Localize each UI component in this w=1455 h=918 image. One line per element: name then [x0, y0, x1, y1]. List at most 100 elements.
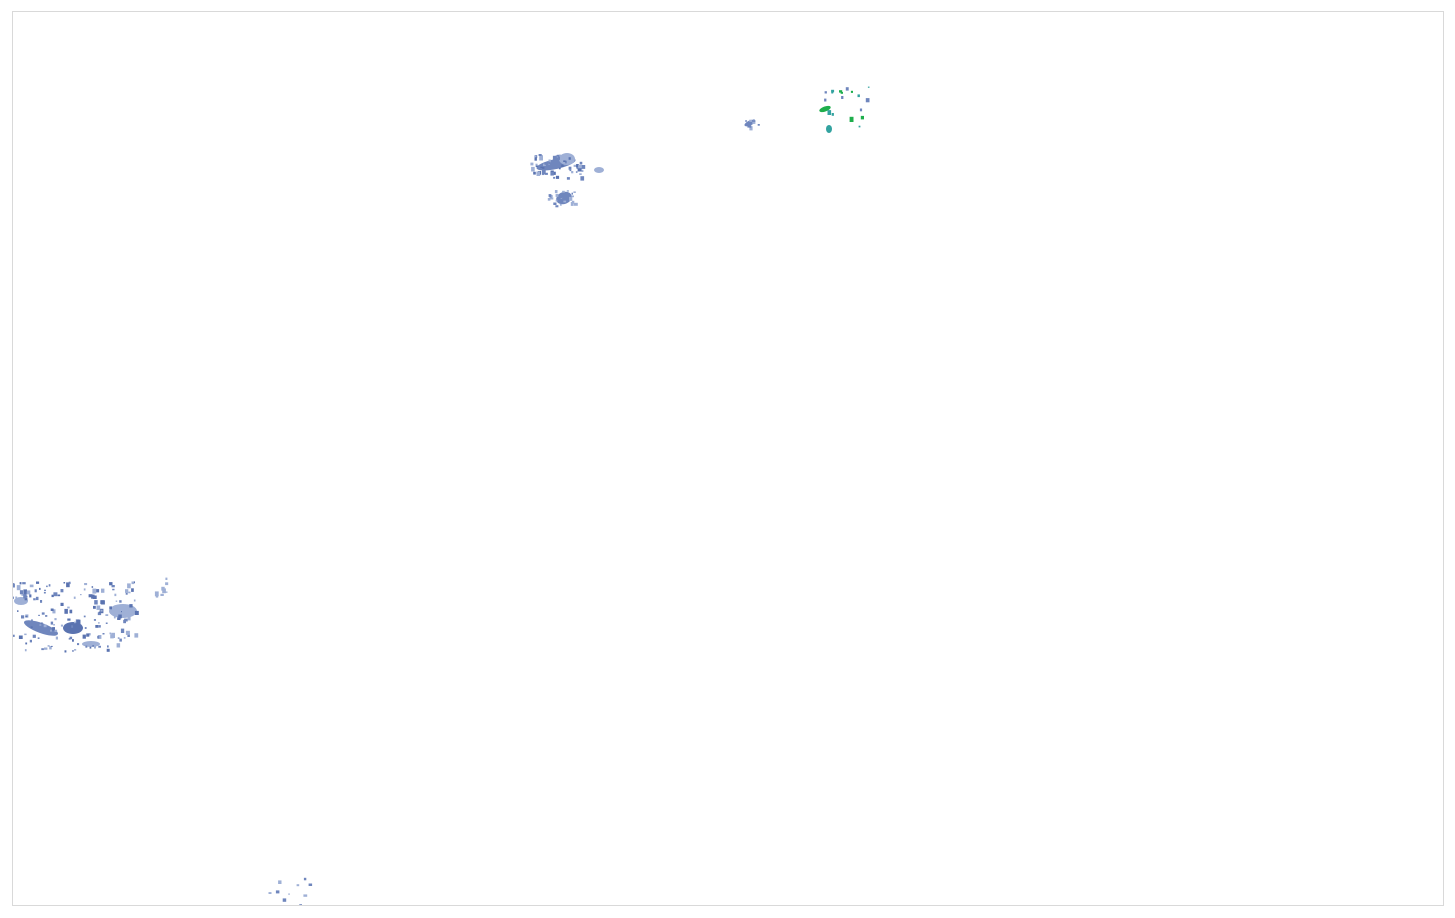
echo-speckle — [67, 606, 70, 609]
echo-speckle — [77, 643, 80, 646]
echo-speckle — [124, 618, 128, 622]
echo-speckle — [82, 634, 86, 639]
echo-speckle — [555, 205, 559, 208]
echo-cell — [63, 622, 83, 634]
echo-speckle — [98, 635, 102, 639]
echo-speckle — [91, 586, 94, 588]
echo-speckle — [60, 602, 64, 606]
echo-speckle — [119, 638, 122, 642]
echo-speckle — [568, 166, 572, 170]
echo-speckle — [35, 596, 39, 601]
echo-speckle — [69, 609, 73, 614]
echo-speckle — [824, 91, 827, 94]
echo-speckle — [278, 880, 282, 884]
echo-speckle — [120, 611, 122, 613]
echo-speckle — [165, 591, 168, 593]
echo-speckle — [581, 165, 586, 169]
echo-speckle — [165, 577, 168, 580]
echo-speckle — [558, 167, 561, 170]
echo-speckle — [88, 594, 93, 598]
echo-speckle — [531, 166, 535, 172]
echo-speckle — [550, 170, 554, 174]
echo-speckle — [569, 169, 572, 172]
echo-speckle — [111, 632, 115, 638]
echo-speckle — [553, 176, 556, 179]
echo-speckle — [50, 629, 52, 632]
echo-speckle — [127, 634, 130, 637]
echo-speckle — [118, 614, 122, 619]
echo-speckle — [867, 86, 870, 88]
echo-speckle — [55, 636, 58, 640]
echo-speckle — [571, 200, 575, 204]
echo-speckle — [544, 162, 547, 165]
echo-speckle — [109, 582, 113, 586]
echo-speckle — [63, 582, 66, 584]
echo-speckle — [749, 119, 753, 122]
echo-speckle — [34, 589, 37, 593]
echo-speckle — [539, 155, 543, 161]
echo-speckle — [575, 171, 578, 173]
echo-speckle — [569, 196, 573, 201]
echo-speckle — [54, 618, 57, 621]
echo-speckle — [67, 618, 71, 621]
echo-speckle — [555, 175, 560, 179]
echo-speckle — [553, 202, 557, 205]
echo-speckle — [831, 89, 835, 93]
echo-speckle — [29, 584, 34, 588]
echo-speckle — [66, 582, 70, 588]
echo-speckle — [579, 161, 583, 165]
echo-cell — [82, 641, 100, 647]
echo-speckle — [112, 588, 115, 591]
echo-speckle — [43, 591, 46, 594]
echo-speckle — [22, 582, 26, 585]
echo-speckle — [105, 614, 109, 616]
echo-speckle — [564, 160, 567, 164]
echo-speckle — [95, 625, 99, 628]
echo-speckle — [74, 621, 76, 624]
echo-speckle — [101, 588, 105, 593]
echo-speckle — [105, 622, 108, 624]
echo-speckle — [535, 165, 539, 167]
echo-speckle — [573, 164, 577, 167]
echo-speckle — [839, 90, 843, 93]
echo-speckle — [849, 116, 854, 122]
echo-speckle — [745, 120, 747, 122]
echo-speckle — [840, 91, 843, 94]
echo-speckle — [13, 583, 15, 588]
echo-speckle — [577, 167, 582, 172]
echo-speckle — [576, 164, 579, 168]
echo-speckle — [566, 190, 569, 192]
echo-speckle — [44, 589, 46, 591]
echo-speckle — [858, 125, 861, 128]
echo-speckle — [540, 166, 543, 169]
echo-speckle — [556, 154, 560, 157]
echo-speckle — [32, 624, 35, 626]
echo-cell-green — [819, 105, 831, 113]
echo-speckle — [123, 637, 126, 639]
echo-speckle — [533, 171, 536, 175]
echo-speckle — [71, 625, 74, 628]
echo-speckle — [753, 119, 755, 121]
echo-speckle — [13, 634, 15, 637]
echo-speckle — [21, 594, 24, 596]
echo-speckle — [275, 890, 280, 894]
echo-speckle — [747, 124, 751, 128]
echo-speckle — [25, 623, 29, 626]
echo-speckle — [37, 637, 40, 639]
echo-speckle — [581, 169, 584, 172]
echo-speckle — [83, 615, 86, 618]
radar-map-viewport[interactable] — [12, 11, 1444, 906]
echo-cell — [109, 604, 137, 618]
echo-speckle — [39, 587, 41, 590]
echo-speckle — [24, 598, 28, 601]
echo-speckle — [25, 615, 28, 618]
echo-speckle — [50, 621, 54, 625]
echo-speckle — [580, 176, 585, 181]
echo-speckle — [859, 108, 863, 112]
echo-cell — [559, 153, 575, 165]
echo-speckle — [96, 605, 101, 610]
echo-speckle — [94, 600, 98, 605]
echo-speckle — [288, 893, 290, 895]
echo-speckle — [93, 619, 96, 621]
echo-speckle — [544, 172, 548, 175]
